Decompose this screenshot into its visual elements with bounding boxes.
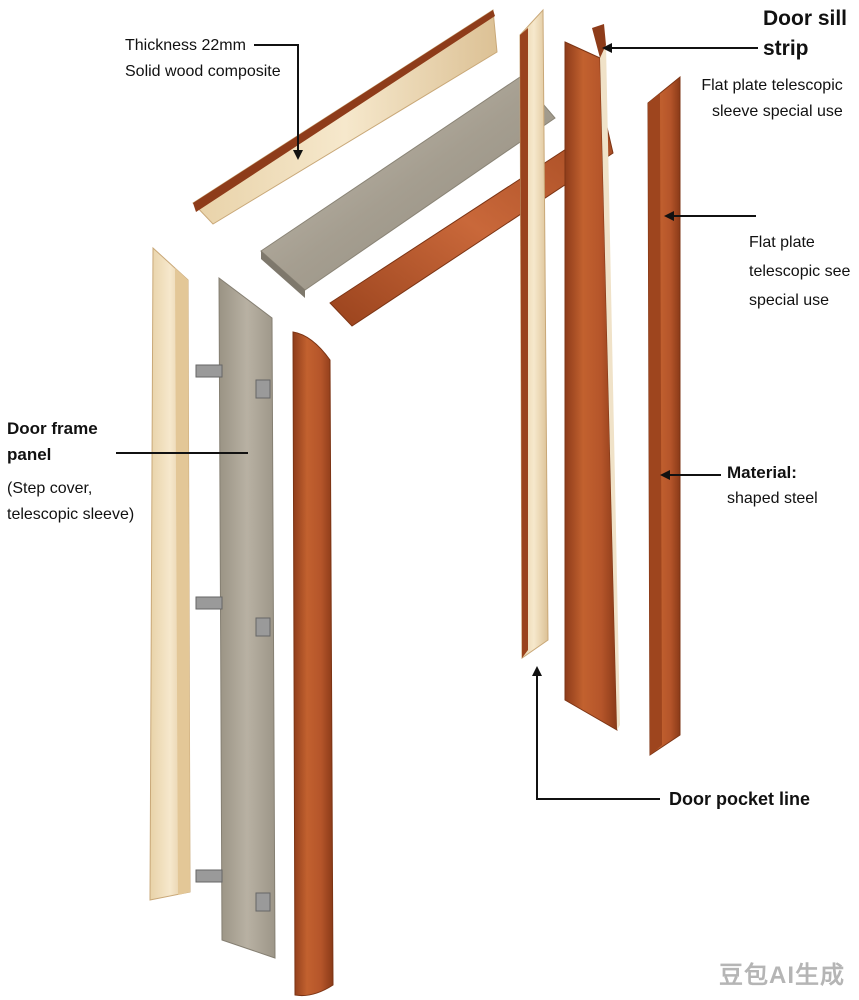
right-light-wood-strip — [519, 8, 549, 659]
bracket-2 — [255, 379, 271, 399]
sleeve-label-line1: Flat plate telescopic — [701, 77, 843, 94]
door-sill-label: Door sill strip — [763, 4, 847, 64]
frame-panel-label: Door frame panel (Step cover, telescopic… — [7, 416, 134, 528]
left-wood-casing — [292, 331, 334, 996]
right-wood-jamb — [564, 24, 620, 731]
door-sill-label-line1: Door sill — [763, 7, 848, 30]
bracket-3 — [195, 596, 223, 610]
right-wood-casing — [647, 75, 681, 756]
leader-lines — [116, 43, 758, 800]
frame-panel-label-line1: Door frame — [7, 419, 98, 438]
frame-panel-label-line2: panel — [7, 445, 52, 464]
flat-plate-label-line1: Flat plate — [749, 234, 815, 251]
sleeve-label: Flat plate telescopic sleeve special use — [697, 73, 843, 125]
top-light-wood-strip — [192, 9, 498, 225]
left-light-wood-jamb — [149, 246, 191, 901]
thickness-label-line1: Thickness 22mm — [125, 37, 246, 54]
flat-plate-label: Flat plate telescopic see special use — [749, 228, 850, 315]
pocket-line-label-text: Door pocket line — [669, 789, 811, 809]
bracket-1 — [195, 364, 223, 378]
left-steel-frame-panel — [195, 276, 276, 959]
bracket-5 — [195, 869, 223, 883]
material-label: Material: shaped steel — [727, 460, 818, 512]
pocket-line-arrow — [532, 666, 660, 800]
frame-panel-label-line4: telescopic sleeve) — [7, 506, 135, 523]
thickness-label: Thickness 22mm Solid wood composite — [125, 33, 281, 85]
bracket-6 — [255, 892, 271, 912]
pocket-line-label: Door pocket line — [669, 786, 810, 813]
frame-panel-label-line3: (Step cover, — [7, 480, 93, 497]
flat-plate-label-line3: special use — [749, 292, 830, 309]
material-label-line2: shaped steel — [727, 490, 818, 507]
flat-plate-label-line2: telescopic see — [749, 263, 851, 280]
thickness-label-line2: Solid wood composite — [125, 63, 281, 80]
bracket-4 — [255, 617, 271, 637]
sleeve-label-line2: sleeve special use — [712, 103, 843, 120]
door-sill-label-line2: strip — [763, 37, 809, 60]
thickness-arrow — [254, 44, 303, 160]
material-label-line1: Material: — [727, 463, 797, 482]
top-steel-plate — [260, 76, 556, 298]
watermark-text: 豆包AI生成 — [719, 962, 845, 989]
